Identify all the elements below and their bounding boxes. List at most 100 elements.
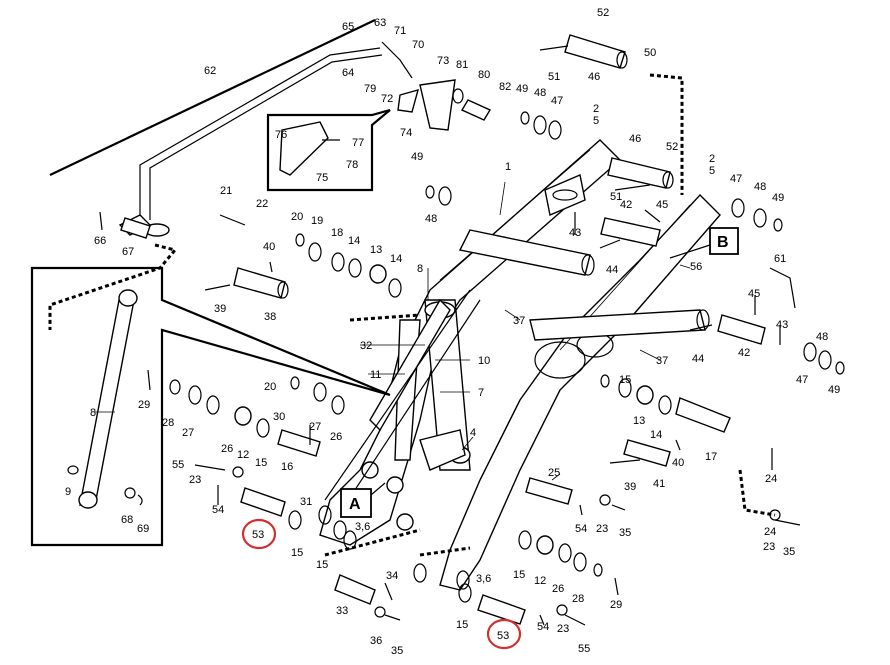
part-number-38: 38 (264, 311, 276, 323)
part-number-76: 76 (275, 129, 287, 141)
part-number-52b: 52 (666, 141, 678, 153)
callout-b: B (669, 227, 739, 259)
part-number-10: 10 (478, 355, 490, 367)
part-number-17: 17 (705, 451, 717, 463)
part-number-14c: 14 (650, 429, 662, 441)
part-number-64: 64 (342, 67, 354, 79)
part-number-12b: 12 (534, 575, 546, 587)
part-number-54a: 54 (212, 504, 224, 516)
part-number-69: 69 (137, 523, 149, 535)
part-number-43b: 43 (776, 319, 788, 331)
part-number-35b: 35 (783, 546, 795, 558)
part-number-77: 77 (352, 137, 364, 149)
part-number-8b: 8 (90, 407, 96, 419)
part-number-15e: 15 (316, 559, 328, 571)
part-number-15b: 15 (291, 547, 303, 559)
part-number-15c: 15 (619, 374, 631, 386)
part-number-36: 36 (370, 635, 382, 647)
part-number-13b: 13 (633, 415, 645, 427)
part-number-26b: 26 (330, 431, 342, 443)
part-number-47c: 47 (796, 374, 808, 386)
part-number-43a: 43 (569, 227, 581, 239)
part-number-49c: 49 (772, 192, 784, 204)
cross-tube-lower (529, 309, 710, 341)
part-number-4: 4 (470, 427, 476, 439)
part-number-47b: 47 (730, 173, 742, 185)
part-number-46b: 46 (629, 133, 641, 145)
tilt-linkage (361, 298, 471, 531)
part-number-44b: 44 (692, 353, 704, 365)
part-number-24a: 24 (765, 473, 777, 485)
leader-lines (95, 181, 691, 481)
part-number-61: 61 (774, 253, 786, 265)
part-number-12a: 12 (237, 449, 249, 461)
part-number-52a: 52 (597, 7, 609, 19)
part-number-48c: 48 (754, 181, 766, 193)
part-number-16: 16 (281, 461, 293, 473)
boom-arm-right (439, 193, 721, 591)
part-number-1: 1 (505, 161, 511, 173)
highlight-53-right (486, 618, 522, 650)
part-number-7: 7 (478, 387, 484, 399)
part-number-75: 75 (316, 172, 328, 184)
cross-tube-upper (458, 229, 595, 276)
part-number-82: 82 (499, 81, 511, 93)
callout-a-label: A (349, 496, 361, 513)
part-number-8a: 8 (417, 263, 423, 275)
part-number-14b: 14 (390, 253, 402, 265)
part-number-26c: 26 (552, 583, 564, 595)
linkage-rod-62 (49, 19, 383, 237)
part-number-36b: 3,6 (476, 573, 491, 585)
part-number-5b: 5 (709, 165, 715, 177)
part-number-27b: 27 (309, 421, 321, 433)
part-number-67: 67 (122, 246, 134, 258)
part-number-81: 81 (456, 59, 468, 71)
hardware-pins (120, 34, 766, 625)
part-number-44a: 44 (606, 264, 618, 276)
part-number-49a: 49 (516, 83, 528, 95)
part-number-51a: 51 (548, 71, 560, 83)
part-number-41: 41 (653, 478, 665, 490)
part-number-54c: 54 (537, 621, 549, 633)
part-number-15d: 15 (513, 569, 525, 581)
part-number-49d: 49 (828, 384, 840, 396)
part-number-63: 63 (374, 17, 386, 29)
part-number-55a: 55 (172, 459, 184, 471)
part-number-42b: 42 (738, 347, 750, 359)
part-number-34: 34 (386, 570, 398, 582)
part-number-45b: 45 (748, 288, 760, 300)
part-number-30: 30 (273, 411, 285, 423)
part-number-23c: 23 (763, 541, 775, 553)
part-number-25b: 2 (709, 153, 715, 165)
part-number-79: 79 (364, 83, 376, 95)
part-number-49b: 49 (411, 151, 423, 163)
part-number-19a: 19 (311, 215, 323, 227)
part-number-29b: 29 (610, 599, 622, 611)
part-number-78: 78 (346, 159, 358, 171)
part-number-66: 66 (94, 235, 106, 247)
part-number-74: 74 (400, 127, 412, 139)
part-number-24b: 24 (764, 526, 776, 538)
part-number-20a: 20 (291, 211, 303, 223)
part-number-51b: 51 (610, 191, 622, 203)
part-number-72: 72 (381, 93, 393, 105)
part-number-68: 68 (121, 514, 133, 526)
part-number-31: 31 (300, 496, 312, 508)
part-number-35a: 35 (619, 527, 631, 539)
callout-a: A (340, 482, 386, 518)
part-number-48b: 48 (425, 213, 437, 225)
part-number-71: 71 (394, 25, 406, 37)
inset-box-left (30, 266, 391, 547)
part-number-32: 32 (360, 340, 372, 352)
part-number-23b: 23 (596, 523, 608, 535)
part-number-29a: 29 (138, 399, 150, 411)
part-number-56: 56 (690, 261, 702, 273)
part-number-21: 21 (220, 185, 232, 197)
part-number-9: 9 (65, 486, 71, 498)
part-number-28b: 28 (572, 593, 584, 605)
hardware-bolts (99, 41, 801, 626)
part-number-15f: 15 (456, 619, 468, 631)
part-number-47a: 47 (551, 95, 563, 107)
part-number-37a: 37 (513, 315, 525, 327)
